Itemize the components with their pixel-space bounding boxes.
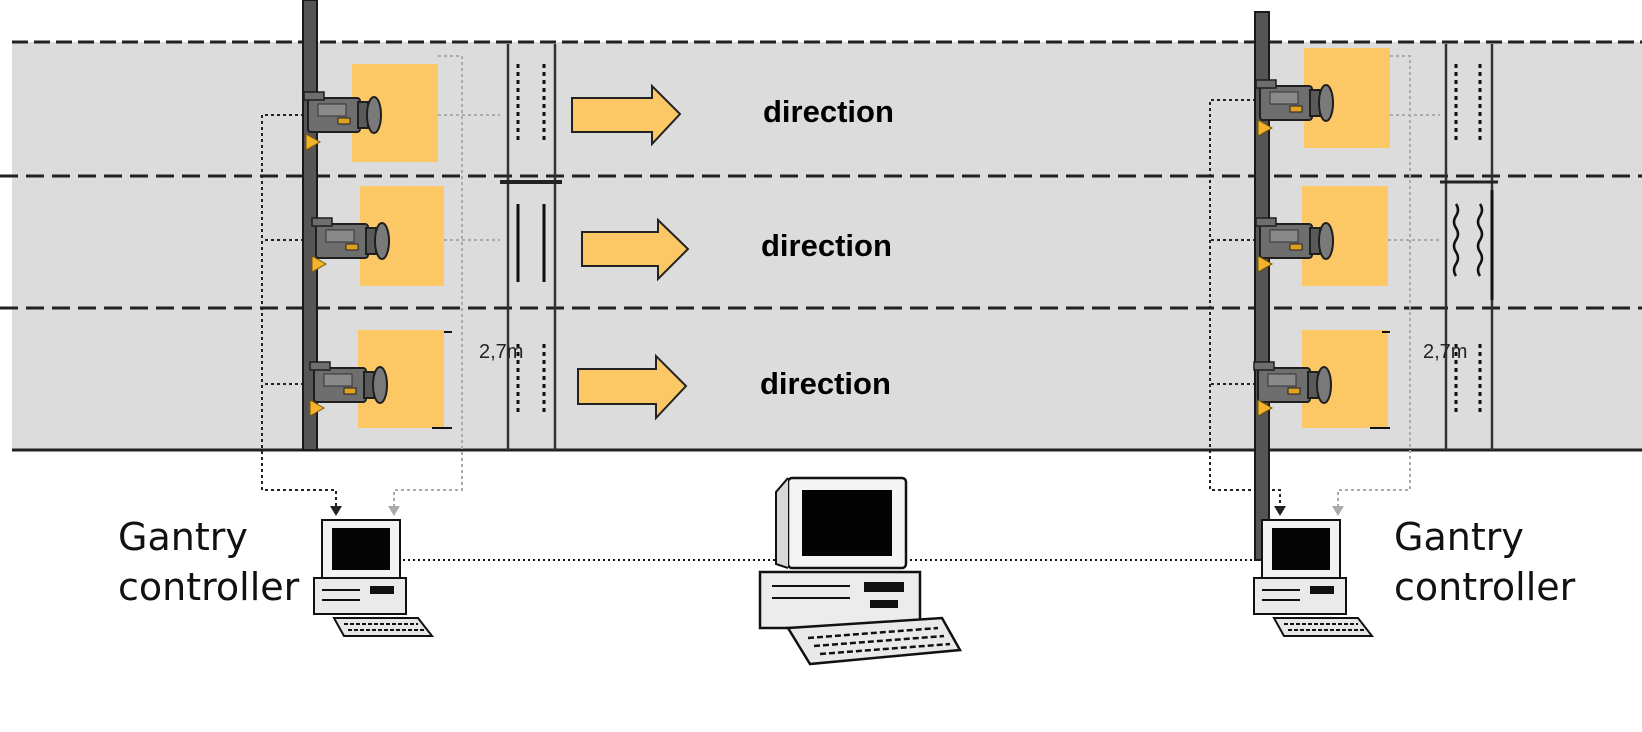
loop-section-right — [1440, 44, 1498, 450]
signal-arrowheads — [330, 506, 1344, 516]
desktop-computer-icon — [758, 476, 962, 666]
arrow-right-icon — [571, 83, 682, 147]
direction-label-lane-2: direction — [761, 228, 892, 263]
gantry-controller-label-left-line1: Gantry — [118, 515, 248, 559]
gantry-controller-label-right-line2: controller — [1394, 565, 1576, 609]
signal-lines-grey — [393, 55, 1440, 506]
computer-icon — [313, 519, 433, 637]
direction-label-lane-3: direction — [760, 366, 891, 401]
camera-markers — [305, 119, 1274, 417]
distance-label-left: 2,7m — [479, 341, 523, 363]
loop-section-left — [500, 44, 562, 450]
distance-label-right: 2,7m — [1423, 341, 1467, 363]
direction-label-lane-1: direction — [763, 94, 894, 129]
gantry-controller-label-left-line2: controller — [118, 565, 300, 609]
computer-icon — [1253, 519, 1373, 637]
arrow-right-icon — [577, 353, 688, 421]
gantry-controller-label-right-line1: Gantry — [1394, 515, 1524, 559]
distance-ticks — [432, 331, 1390, 429]
arrow-right-icon — [581, 217, 690, 282]
